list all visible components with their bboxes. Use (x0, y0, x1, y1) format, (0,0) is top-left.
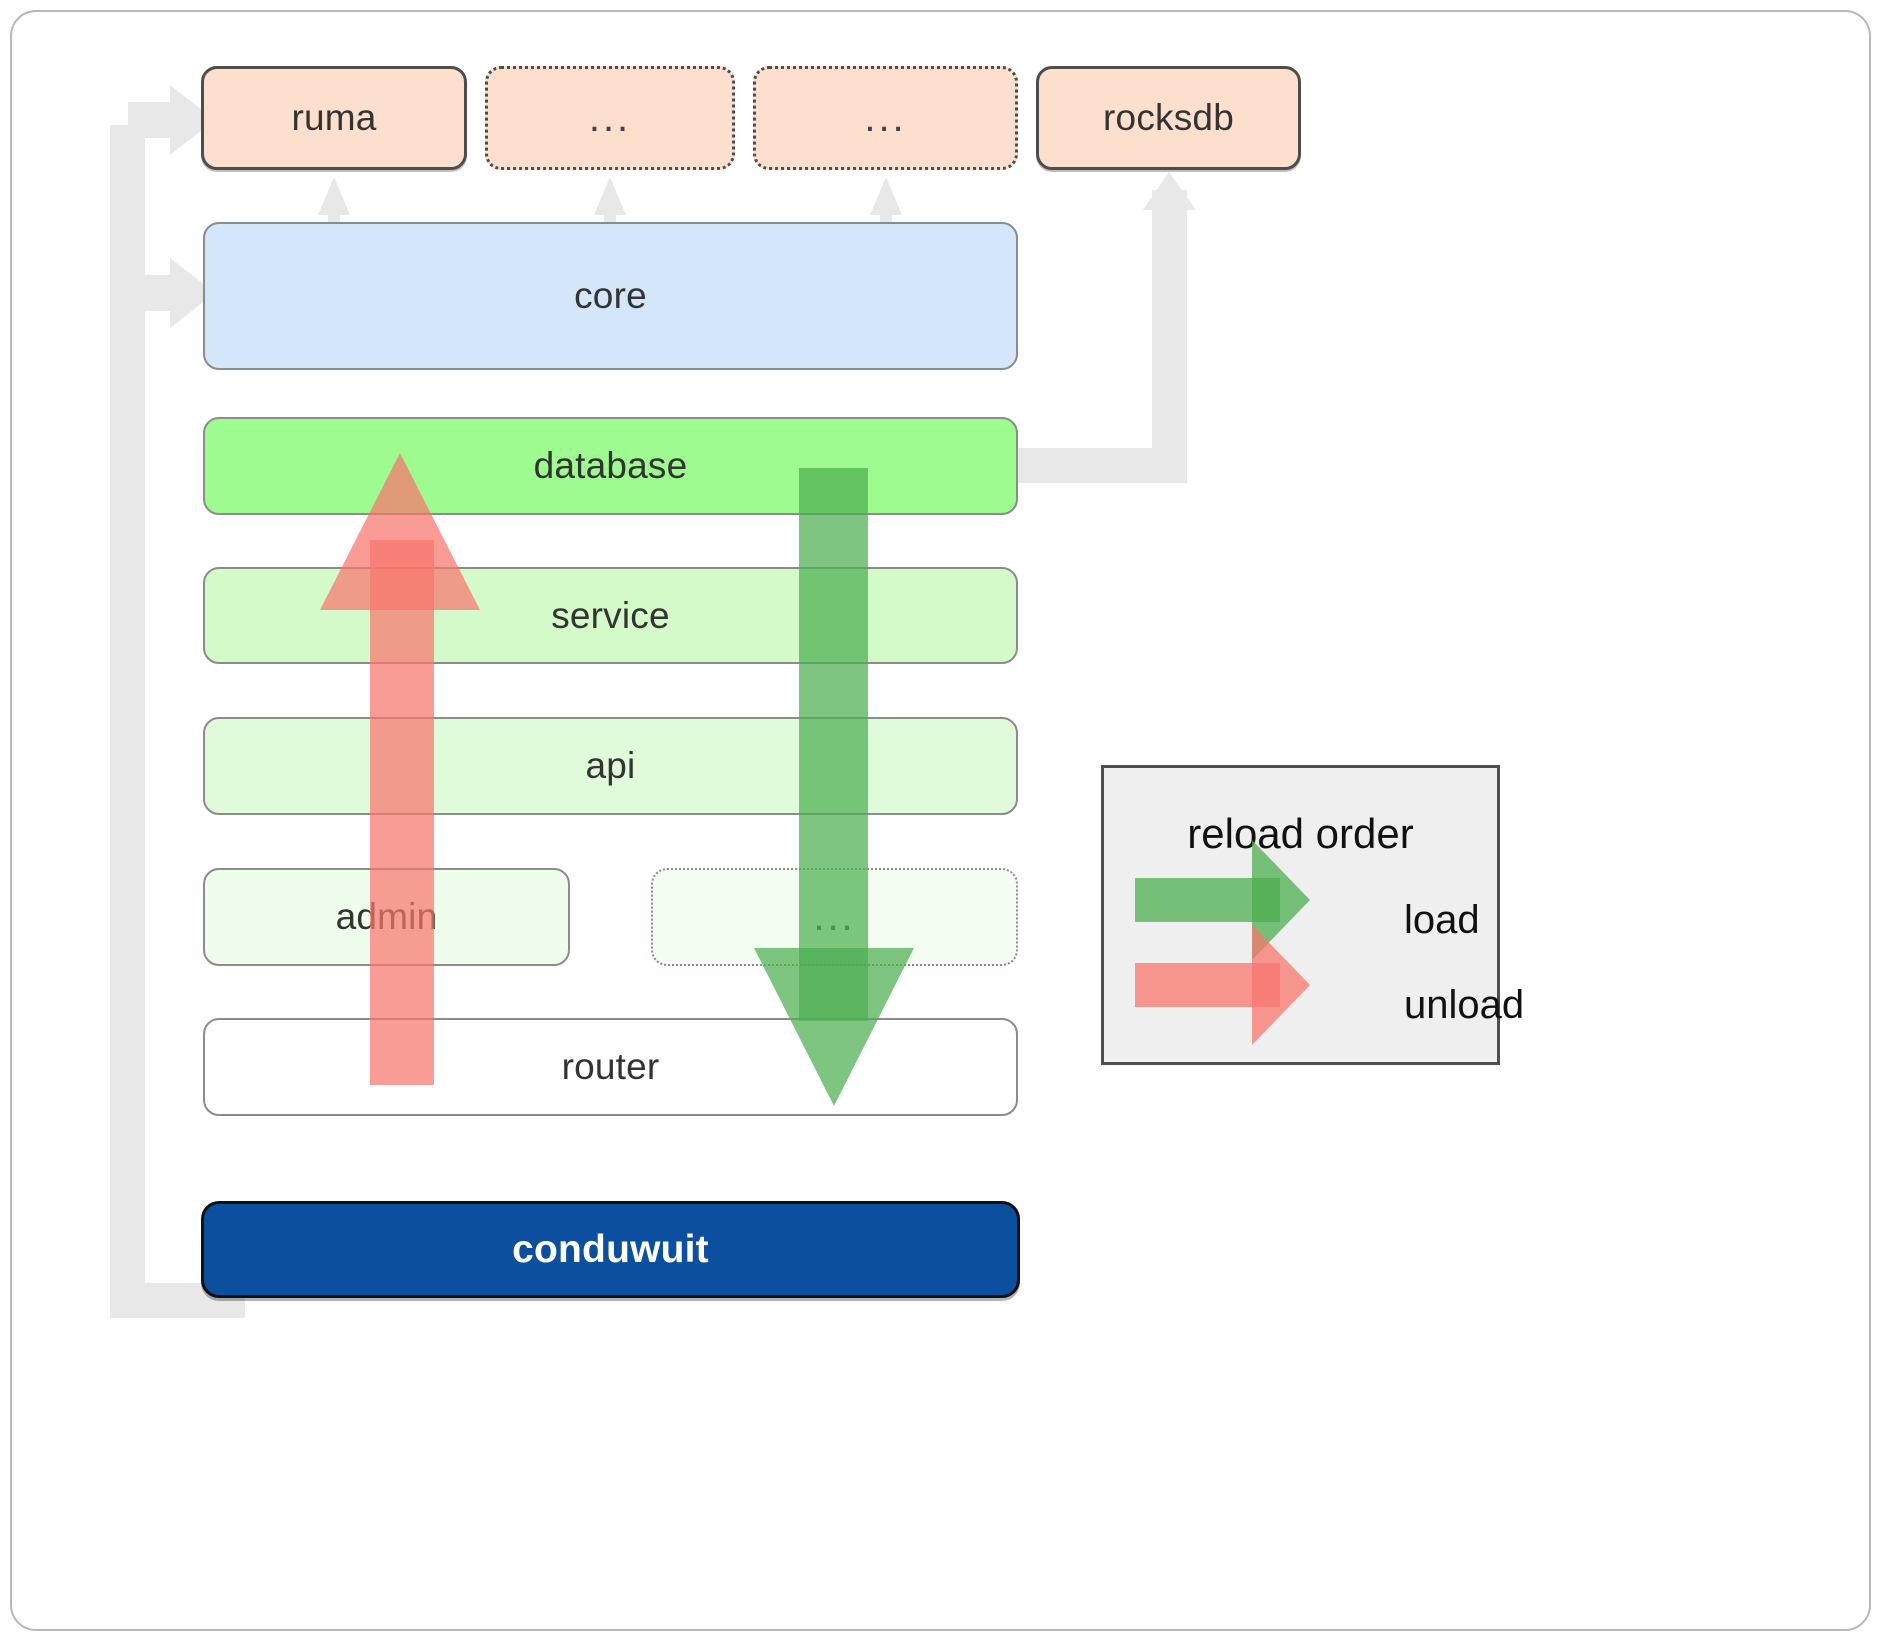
dependency-label-rocksdb: rocksdb (1103, 97, 1234, 138)
layer-box-service[interactable]: service (203, 567, 1018, 664)
layer-box-admin[interactable]: admin (203, 868, 570, 966)
layer-label-etc: ... (813, 895, 856, 939)
layer-label-api: api (585, 745, 636, 786)
dependency-label-2: ... (588, 96, 632, 140)
layer-box-database[interactable]: database (203, 417, 1018, 515)
legend-label-unload: unload (1404, 983, 1525, 1027)
layer-label-service: service (551, 594, 670, 636)
layer-box-core[interactable]: core (203, 222, 1018, 370)
legend-panel: reload order load unload (1101, 765, 1524, 1065)
layer-box-api[interactable]: api (203, 717, 1018, 815)
layer-box-router[interactable]: router (203, 1018, 1018, 1116)
layer-label-router: router (561, 1046, 660, 1087)
dependency-label-3: ... (864, 96, 907, 140)
layer-label-database: database (533, 445, 688, 486)
dependency-box-rocksdb[interactable]: rocksdb (1036, 66, 1301, 170)
layer-box-etc[interactable]: ... (651, 868, 1018, 966)
legend-label-load: load (1404, 898, 1480, 942)
dependency-box-3[interactable]: ... (753, 66, 1018, 170)
layer-label-admin: admin (335, 896, 438, 937)
legend-title: reload order (1187, 810, 1414, 857)
application-box-conduwuit[interactable]: conduwuit (201, 1201, 1020, 1298)
application-label: conduwuit (512, 1227, 709, 1271)
dependency-box-ruma[interactable]: ruma (201, 66, 467, 170)
dependency-box-2[interactable]: ... (485, 66, 735, 170)
layer-label-core: core (574, 275, 647, 316)
dependency-label-ruma: ruma (291, 97, 377, 138)
